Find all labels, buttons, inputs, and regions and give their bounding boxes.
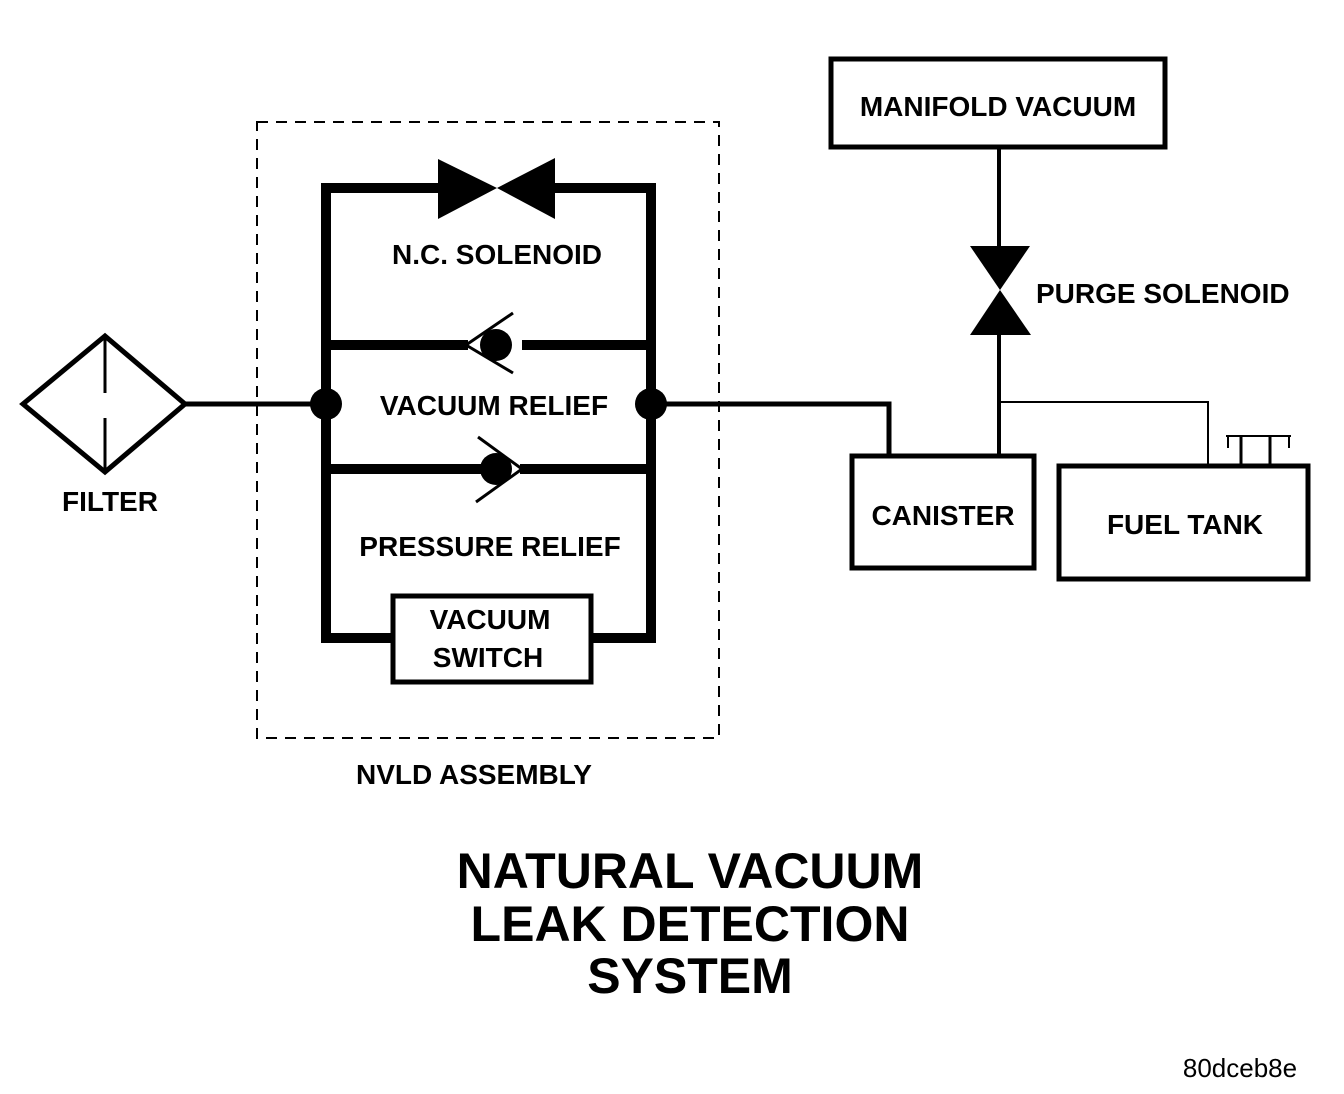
manifold-vacuum-label: MANIFOLD VACUUM: [860, 91, 1136, 122]
fuel-tank-label: FUEL TANK: [1107, 509, 1263, 540]
vacuum-switch-label-line2: SWITCH: [433, 642, 543, 673]
canister: CANISTER: [849, 453, 1037, 571]
vacuum-switch: VACUUM SWITCH: [390, 593, 594, 685]
nc-solenoid: N.C. SOLENOID: [392, 158, 602, 270]
purge-solenoid: PURGE SOLENOID: [970, 246, 1290, 335]
bowtie-valve-icon-right: [497, 158, 555, 219]
diagram-title: NATURAL VACUUM LEAK DETECTION SYSTEM: [457, 843, 924, 1004]
pressure-relief-label: PRESSURE RELIEF: [359, 531, 620, 562]
nvld-assembly-boundary: [256, 121, 720, 739]
filter: FILTER: [19, 332, 189, 517]
filter-label: FILTER: [62, 486, 158, 517]
manifold-vacuum: MANIFOLD VACUUM: [828, 56, 1168, 150]
check-valve-seat-upper: [477, 435, 523, 471]
title-line-1: NATURAL VACUUM: [457, 843, 924, 899]
nc-solenoid-label: N.C. SOLENOID: [392, 239, 602, 270]
check-valve-seat-lower: [475, 467, 523, 504]
vacuum-relief-valve: VACUUM RELIEF: [380, 311, 608, 421]
nvld-assembly-label: NVLD ASSEMBLY: [356, 759, 592, 790]
check-valve-seat-upper: [465, 311, 514, 347]
hose-canister-to-fuel-tank: [1001, 401, 1209, 464]
bowtie-valve-icon: [438, 159, 497, 219]
vacuum-switch-box: [390, 593, 594, 685]
purge-solenoid-label: PURGE SOLENOID: [1036, 278, 1290, 309]
manifold-vacuum-box: [828, 56, 1168, 150]
canister-box: [849, 453, 1037, 571]
bowtie-valve-icon-lower: [970, 290, 1031, 335]
nvld-frame: [310, 183, 667, 643]
fuel-tank-box: [1056, 463, 1311, 582]
hose-nvld-to-canister: [651, 401, 892, 456]
nvld-assembly: NVLD ASSEMBLY: [256, 121, 720, 790]
vacuum-switch-label-line1: VACUUM: [430, 604, 551, 635]
junction-left: [310, 388, 342, 420]
canister-label: CANISTER: [871, 500, 1014, 531]
vacuum-relief-label: VACUUM RELIEF: [380, 390, 608, 421]
figure-code: 80dceb8e: [1183, 1053, 1297, 1083]
pressure-relief-valve: PRESSURE RELIEF: [359, 435, 621, 562]
fuel-tank: FUEL TANK: [1056, 435, 1311, 582]
check-valve-seat-lower: [465, 343, 514, 375]
check-valve-icon: [480, 329, 512, 361]
title-line-3: SYSTEM: [587, 948, 793, 1004]
title-line-2: LEAK DETECTION: [471, 896, 910, 952]
bowtie-valve-icon: [970, 246, 1030, 290]
check-valve-icon: [480, 453, 512, 485]
fuel-filler-cap-icon: [1226, 435, 1291, 464]
